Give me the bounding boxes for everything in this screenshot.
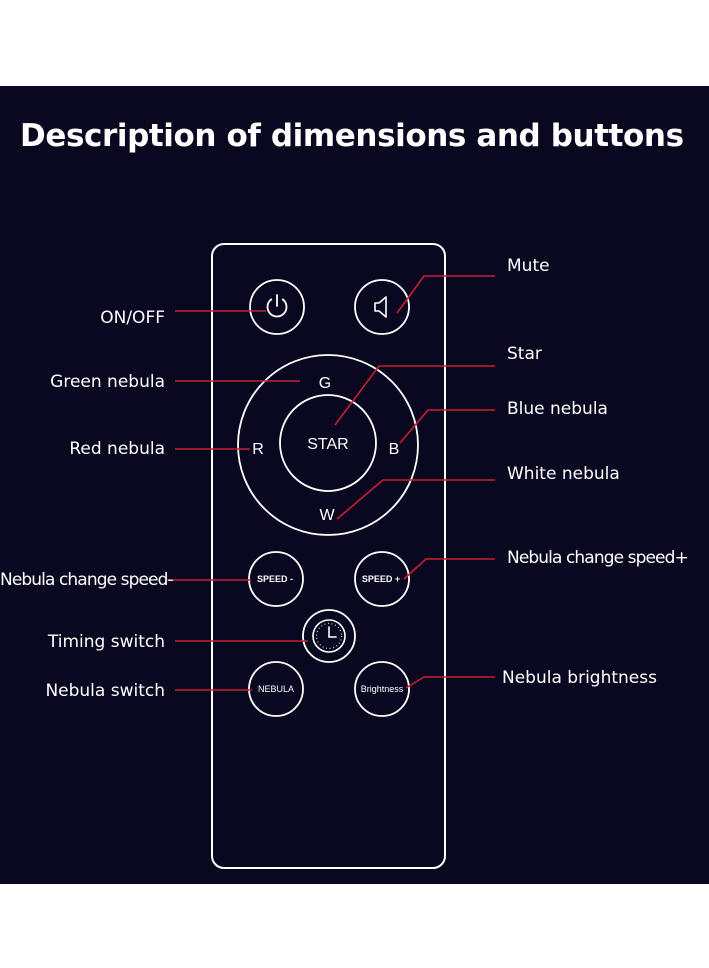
callout-timing-switch: Timing switch xyxy=(47,632,165,652)
callout-mute: Mute xyxy=(507,256,550,276)
callout-star: Star xyxy=(507,344,542,364)
speaker-icon xyxy=(374,296,387,318)
mute-button[interactable] xyxy=(354,279,410,335)
page-title: Description of dimensions and buttons xyxy=(20,118,684,154)
leader-line-white-nebula xyxy=(336,479,495,520)
leader-line-star xyxy=(334,365,495,426)
callout-on-off: ON/OFF xyxy=(100,308,165,328)
ring-label-red[interactable]: R xyxy=(252,441,264,458)
callout-nebula-change-speed-plus: Nebula change speed+ xyxy=(507,548,689,568)
leader-line-blue-nebula xyxy=(399,409,495,444)
star-button-label: STAR xyxy=(307,436,348,453)
dark-panel xyxy=(0,86,709,884)
callout-nebula-brightness: Nebula brightness xyxy=(502,668,657,688)
ring-label-green[interactable]: G xyxy=(319,375,331,392)
callout-white-nebula: White nebula xyxy=(507,464,620,484)
clock-icon xyxy=(312,619,346,653)
callout-red-nebula: Red nebula xyxy=(69,439,165,459)
remote-body xyxy=(211,243,446,869)
power-icon xyxy=(266,294,288,318)
speed-plus-label: SPEED + xyxy=(362,574,400,584)
callout-green-nebula: Green nebula xyxy=(50,372,165,392)
star-button[interactable] xyxy=(279,394,377,492)
power-button[interactable] xyxy=(249,279,305,335)
timing-button[interactable] xyxy=(302,609,356,663)
speed-minus-button[interactable] xyxy=(248,551,304,607)
brightness-button-label: Brightness xyxy=(361,684,404,694)
nebula-button[interactable] xyxy=(248,661,304,717)
nebula-button-label: NEBULA xyxy=(258,684,294,694)
callout-nebula-switch: Nebula switch xyxy=(45,681,165,701)
speed-plus-button[interactable] xyxy=(354,551,410,607)
ring-label-white[interactable]: W xyxy=(319,507,335,524)
ring-label-blue[interactable]: B xyxy=(389,441,400,458)
leader-line-brightness xyxy=(405,676,495,689)
color-ring xyxy=(237,354,419,536)
callout-nebula-change-speed-minus: Nebula change speed- xyxy=(0,570,174,590)
leader-line-speed-plus xyxy=(403,558,495,580)
speed-minus-label: SPEED - xyxy=(257,574,293,584)
brightness-button[interactable] xyxy=(354,661,410,717)
callout-blue-nebula: Blue nebula xyxy=(507,399,608,419)
leader-line-mute xyxy=(396,275,495,314)
